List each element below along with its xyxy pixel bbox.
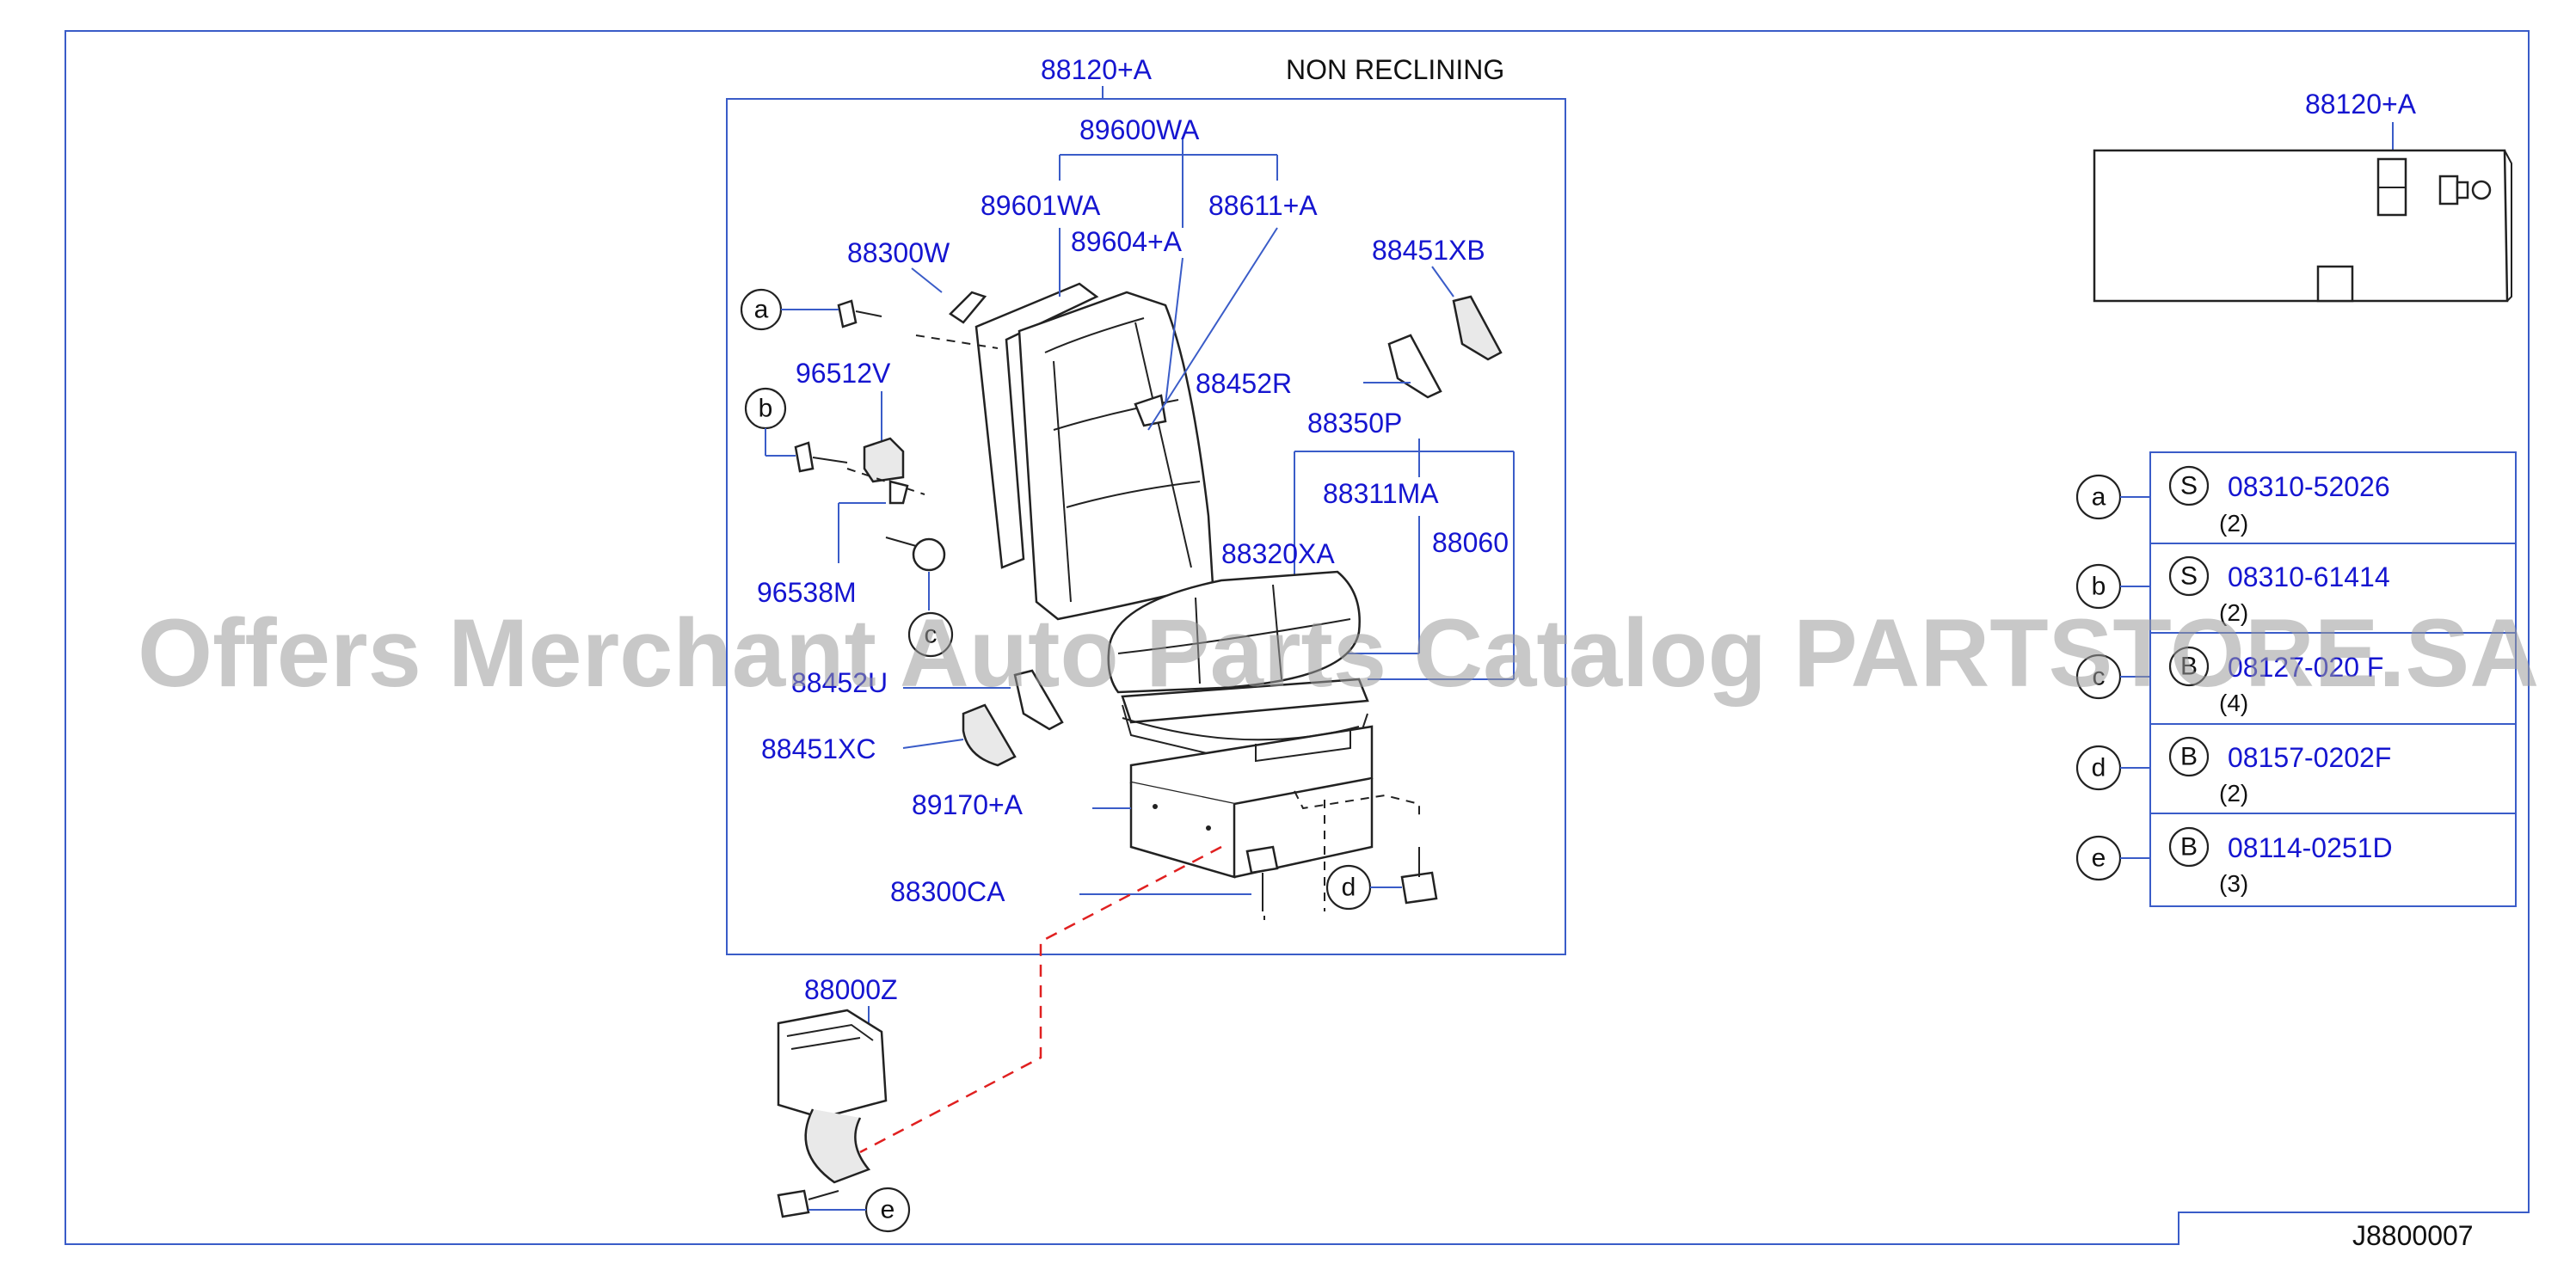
fastener-row-b[interactable]: b S 08310-61414 (2) [2075, 555, 2390, 626]
svg-text:c: c [925, 621, 938, 649]
svg-text:e: e [881, 1196, 895, 1224]
cover-xb-part [1452, 295, 1503, 361]
label-seat-back-assy[interactable]: 89600WA [1079, 114, 1200, 145]
fastener-row-e[interactable]: e B 08114-0251D (3) [2075, 826, 2393, 897]
fastener-qty: (3) [2219, 870, 2248, 897]
svg-text:e: e [2092, 844, 2106, 873]
label-back-frame[interactable]: 89601WA [981, 190, 1101, 221]
svg-text:b: b [2092, 573, 2106, 601]
svg-text:b: b [759, 395, 773, 423]
finisher-l-part [1013, 669, 1064, 731]
finisher-r-part [1387, 334, 1442, 399]
label-cushion-pad[interactable]: 88320XA [1221, 538, 1335, 569]
diagram-title: NON RECLINING [1286, 54, 1504, 85]
fastener-part-no: 08127-020 F [2228, 652, 2383, 683]
fastener-part-no: 08157-0202F [2228, 742, 2391, 773]
label-belt-buckle[interactable]: 88000Z [804, 974, 898, 1005]
outer-frame [65, 30, 2530, 1245]
svg-text:B: B [2180, 833, 2198, 862]
fastener-row-c[interactable]: c B 08127-020 F (4) [2075, 646, 2383, 716]
svg-text:S: S [2180, 472, 2198, 500]
main-assembly-box [726, 98, 1566, 955]
svg-text:a: a [2092, 483, 2106, 512]
fastener-qty: (2) [2219, 780, 2248, 807]
belt-routing-line [859, 845, 1222, 1154]
fastener-table [2149, 451, 2517, 907]
svg-text:B: B [2180, 743, 2198, 771]
svg-text:a: a [754, 296, 769, 324]
knob-clip-part [863, 437, 905, 483]
hinge-bracket-part [949, 291, 987, 324]
cushion-pad-part [1121, 678, 1369, 724]
fastener-row-d[interactable]: d B 08157-0202F (2) [2075, 736, 2391, 807]
watermark: Offers Merchant Auto Parts Catalog PARTS… [138, 599, 2539, 707]
label-cover-xb[interactable]: 88451XB [1372, 235, 1485, 266]
stopper-part [885, 537, 946, 572]
label-cushion-frame[interactable]: 88060 [1432, 527, 1509, 558]
label-stopper[interactable]: 96538M [757, 577, 857, 608]
fastener-row-a[interactable]: a S 08310-52026 (2) [2075, 465, 2390, 537]
label-cushion-trim[interactable]: 88311MA [1323, 478, 1439, 509]
seat-back-frame [974, 282, 1099, 569]
label-hinge-bracket[interactable]: 88300W [847, 237, 950, 268]
belt-buckle-part [777, 1009, 888, 1184]
cover-xc-part [962, 703, 1017, 767]
label-inset-assembly[interactable]: 88120+A [2305, 89, 2417, 120]
fastener-qty: (2) [2219, 599, 2248, 626]
label-finisher-l[interactable]: 88452U [791, 667, 888, 698]
svg-text:d: d [2092, 754, 2106, 782]
bolt-a [837, 299, 882, 328]
vehicle-inset [2093, 149, 2512, 303]
fastener-qty: (2) [2219, 510, 2248, 537]
svg-text:B: B [2180, 653, 2198, 681]
label-cover-xc[interactable]: 88451XC [761, 733, 876, 764]
bolt-ca [1245, 845, 1279, 911]
label-main-assembly[interactable]: 88120+A [1041, 54, 1153, 85]
label-back-trim[interactable]: 89604+A [1071, 226, 1183, 257]
label-seat-cushion-assy[interactable]: 88350P [1307, 408, 1402, 439]
svg-text:d: d [1342, 874, 1356, 902]
bolt-e [777, 1189, 839, 1218]
bolt-d [1400, 847, 1438, 905]
callout-c[interactable] [907, 611, 954, 658]
fastener-qty: (4) [2219, 690, 2248, 716]
svg-text:c: c [2093, 663, 2106, 691]
label-riser[interactable]: 89170+A [912, 789, 1024, 820]
fastener-part-no: 08114-0251D [2228, 832, 2393, 863]
label-finisher-r[interactable]: 88452R [1196, 368, 1292, 399]
bolt-b [794, 441, 848, 473]
svg-text:S: S [2180, 562, 2198, 591]
fastener-part-no: 08310-52026 [2228, 471, 2390, 502]
fastener-part-no: 08310-61414 [2228, 561, 2390, 592]
seat-cushion [1107, 570, 1361, 694]
seat-back [1017, 291, 1214, 621]
diagram-code: J8800007 [2352, 1220, 2474, 1251]
label-back-pad[interactable]: 88611+A [1208, 190, 1318, 221]
label-bracket-ca[interactable]: 88300CA [890, 876, 1005, 907]
label-knob-clip[interactable]: 96512V [796, 358, 891, 389]
